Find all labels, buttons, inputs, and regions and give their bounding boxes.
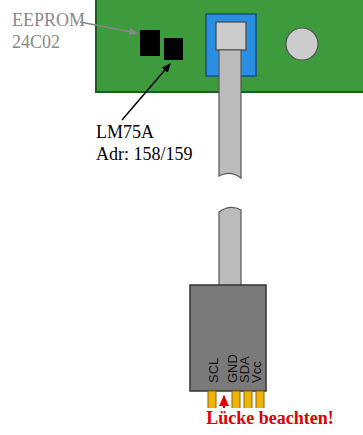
pin-name: SCL [207,358,220,383]
lm75a-chip [164,38,183,60]
plug-housing: SCLGNDSDAVcc [190,285,266,391]
chip-name: LM75A [96,122,154,142]
plug-housing [190,285,266,391]
cable [219,207,241,286]
mounting-hole [286,28,318,60]
eeprom-chip [140,30,160,56]
chip-name: 24C02 [12,32,60,52]
chip-name: EEPROM [12,10,85,30]
pin-name: Vcc [250,361,263,383]
leader-line [122,64,170,120]
leader-line [80,22,137,33]
cable [219,50,241,178]
address-note: Adr: 158/159 [96,144,193,164]
warning-note: Lücke beachten! [206,408,334,428]
